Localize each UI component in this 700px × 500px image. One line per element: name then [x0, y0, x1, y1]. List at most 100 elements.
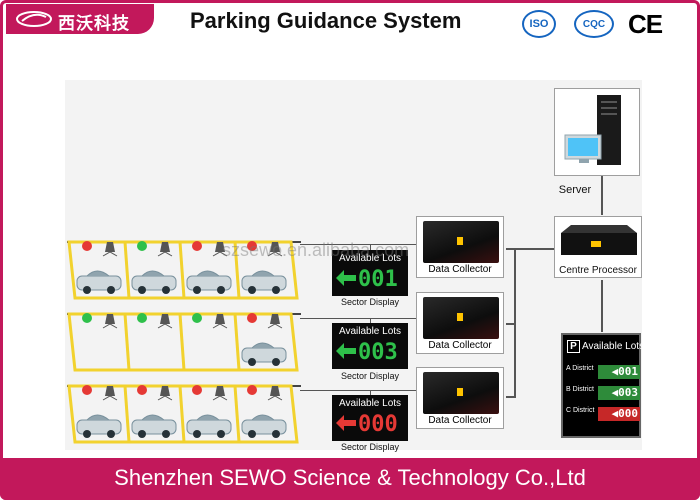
- brand-badge: 西沃科技: [6, 4, 154, 34]
- indicator-light-icon: [247, 385, 257, 395]
- wheel-icon: [83, 286, 91, 294]
- sensor-beam-icon: [103, 252, 117, 256]
- status-led-icon: [457, 388, 463, 396]
- sector-count: 003: [358, 340, 398, 365]
- wheel-icon: [272, 430, 280, 438]
- arrow-left-icon: [336, 415, 356, 431]
- sensor-beam-icon: [158, 252, 172, 256]
- sector-count: 001: [358, 267, 398, 292]
- sector-display-2: Available Lots 003: [332, 323, 408, 369]
- indicator-light-icon: [82, 385, 92, 395]
- wheel-icon: [162, 286, 170, 294]
- sensor-beam-icon: [103, 396, 117, 400]
- wheel-icon: [272, 286, 280, 294]
- sensor-beam-icon: [268, 396, 282, 400]
- cqc-cert-icon: CQC: [574, 10, 614, 38]
- wheel-icon: [107, 286, 115, 294]
- car-roof-icon: [252, 271, 274, 276]
- wheel-icon: [248, 286, 256, 294]
- bay-divider: [235, 314, 239, 370]
- car-roof-icon: [142, 415, 164, 420]
- district-name: C District: [566, 407, 594, 414]
- wheel-icon: [107, 430, 115, 438]
- wire: [506, 323, 516, 325]
- iso-cert-icon: ISO: [522, 10, 556, 38]
- sensor-beam-icon: [268, 324, 282, 328]
- sensor-beam-icon: [213, 396, 227, 400]
- district-count: ◀001: [598, 365, 640, 379]
- wire: [506, 396, 516, 398]
- wheel-icon: [83, 430, 91, 438]
- status-led-icon: [457, 313, 463, 321]
- wheel-icon: [138, 286, 146, 294]
- indicator-light-icon: [137, 313, 147, 323]
- indicator-light-icon: [137, 241, 147, 251]
- parking-p-icon: P: [567, 340, 580, 353]
- wheel-icon: [193, 430, 201, 438]
- bay-divider: [125, 386, 129, 442]
- wheel-icon: [193, 286, 201, 294]
- indicator-light-icon: [82, 241, 92, 251]
- district-name: A District: [566, 365, 594, 372]
- sensor-beam-icon: [103, 324, 117, 328]
- arrow-left-icon: [336, 343, 356, 359]
- sector-count: 000: [358, 412, 398, 437]
- wire: [300, 390, 416, 391]
- district-count: ◀003: [598, 386, 640, 400]
- indicator-light-icon: [247, 313, 257, 323]
- bay-divider: [180, 386, 184, 442]
- centre-processor-box: Centre Processor: [554, 216, 642, 278]
- sector-display-label: Sector Display: [330, 297, 410, 307]
- wheel-icon: [217, 430, 225, 438]
- district-row-a: A District ◀001: [566, 365, 642, 379]
- wire: [300, 318, 416, 319]
- wheel-icon: [162, 430, 170, 438]
- indicator-light-icon: [82, 313, 92, 323]
- main-sign-title: PAvailable Lots: [567, 340, 644, 353]
- district-row-b: B District ◀003: [566, 386, 642, 400]
- sensor-beam-icon: [158, 324, 172, 328]
- parking-lanes: [65, 230, 305, 450]
- wire: [601, 280, 603, 332]
- data-collector-label: Data Collector: [417, 264, 503, 275]
- company-name-en: Shenzhen SEWO Science & Technology Co.,L…: [0, 465, 700, 491]
- wire: [601, 175, 603, 215]
- centre-processor-icon: [561, 225, 637, 259]
- car-roof-icon: [197, 271, 219, 276]
- district-row-c: C District ◀000: [566, 407, 642, 421]
- bay-divider: [180, 242, 184, 298]
- car-roof-icon: [252, 343, 274, 348]
- arrow-left-icon: [336, 270, 356, 286]
- wheel-icon: [272, 358, 280, 366]
- server-box: [554, 88, 640, 176]
- sign-title: Available Lots: [332, 398, 408, 409]
- car-roof-icon: [197, 415, 219, 420]
- car-roof-icon: [87, 271, 109, 276]
- sewo-logo-icon: [14, 9, 54, 29]
- district-name: B District: [566, 386, 594, 393]
- server-computer-icon: [559, 93, 637, 171]
- centre-processor-label: Centre Processor: [555, 265, 641, 276]
- indicator-light-icon: [192, 385, 202, 395]
- data-collector-2: Data Collector: [416, 292, 504, 354]
- bay-divider: [125, 242, 129, 298]
- bay-divider: [235, 386, 239, 442]
- indicator-light-icon: [192, 313, 202, 323]
- sector-display-label: Sector Display: [330, 371, 410, 381]
- sector-display-3: Available Lots 000: [332, 395, 408, 441]
- server-label: Server: [552, 184, 598, 196]
- data-collector-3: Data Collector: [416, 367, 504, 429]
- data-collector-1: Data Collector: [416, 216, 504, 278]
- page-title: Parking Guidance System: [190, 8, 461, 34]
- ce-mark-icon: CE: [628, 10, 662, 38]
- car-roof-icon: [87, 415, 109, 420]
- watermark: szsewo.en.alibaba.com: [222, 240, 409, 261]
- company-name-cn: 西沃科技: [58, 9, 130, 34]
- indicator-light-icon: [137, 385, 147, 395]
- district-count: ◀000: [598, 407, 640, 421]
- wheel-icon: [248, 358, 256, 366]
- wheel-icon: [138, 430, 146, 438]
- car-roof-icon: [142, 271, 164, 276]
- data-collector-label: Data Collector: [417, 415, 503, 426]
- bay-divider: [125, 314, 129, 370]
